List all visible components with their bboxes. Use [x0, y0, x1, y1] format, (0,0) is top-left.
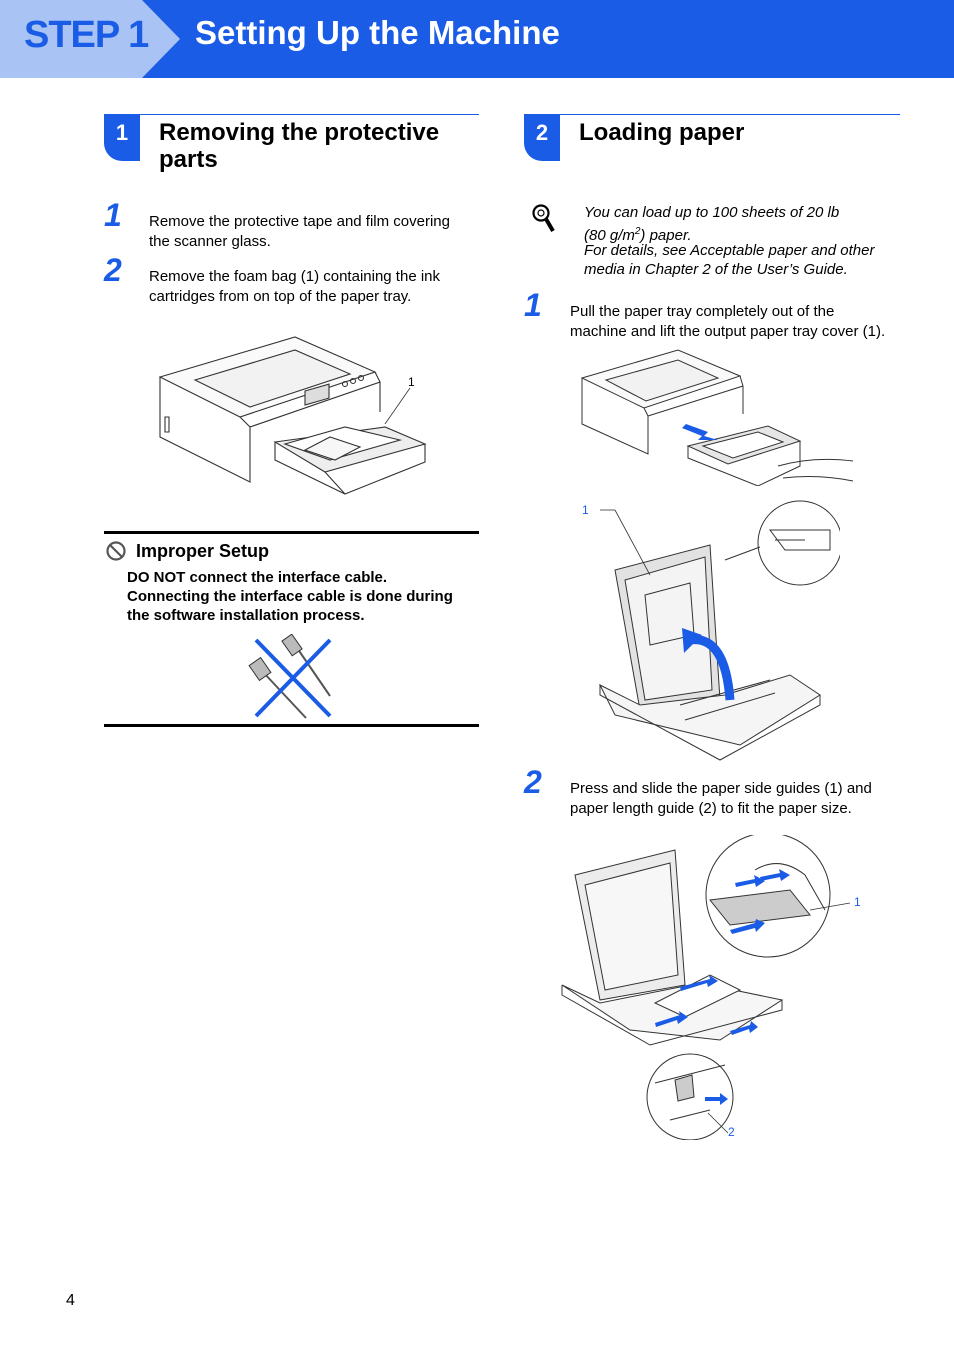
warning-top-rule [104, 531, 479, 534]
magnifier-note-icon [532, 204, 555, 233]
header-band: STEP 1 Setting Up the Machine [0, 0, 954, 78]
step-tab-shape [0, 0, 180, 78]
note-line3: For details, see Acceptable paper and ot… [584, 242, 875, 259]
length-guide-callout: 2 [728, 1125, 735, 1139]
s2-step2-text-line1: Press and slide the paper side guides (1… [570, 780, 872, 797]
note-line1: You can load up to 100 sheets of 20 lb [584, 204, 840, 221]
note-line2: (80 g/m2) paper. [584, 226, 692, 244]
s1-step1-text-line2: the scanner glass. [149, 233, 271, 250]
warning-line3: the software installation process. [127, 607, 365, 624]
side-guide-callout: 1 [854, 895, 861, 909]
note-line4: media in Chapter 2 of the User’s Guide. [584, 261, 848, 278]
s1-step1-number: 1 [104, 197, 122, 233]
tray-cover-callout: 1 [582, 503, 589, 517]
s2-step2-number: 2 [524, 764, 542, 800]
tray-cover-lift-illustration [598, 500, 840, 761]
warning-title: Improper Setup [136, 541, 270, 561]
page-title: Setting Up the Machine [195, 14, 560, 51]
paper-guides-illustration [561, 835, 851, 1140]
section1-badge: 1 [104, 115, 140, 161]
s2-step1-text-line1: Pull the paper tray completely out of th… [570, 303, 835, 320]
s2-step2-text-line2: paper length guide (2) to fit the paper … [570, 800, 852, 817]
section2-title: Loading paper [579, 119, 745, 146]
section1-rule [104, 114, 479, 115]
warning-bottom-rule [104, 724, 479, 727]
s1-step2-text-line1: Remove the foam bag (1) containing the i… [149, 268, 440, 285]
foam-bag-callout: 1 [408, 375, 415, 389]
s2-step1-text-line2: machine and lift the output paper tray c… [570, 323, 886, 340]
prohibited-icon [106, 541, 126, 561]
s1-step2-number: 2 [104, 252, 122, 288]
s1-step2-text-line2: cartridges from on top of the paper tray… [149, 288, 412, 305]
s1-step1-text-line1: Remove the protective tape and film cove… [149, 213, 450, 230]
warning-line1: DO NOT connect the interface cable. [127, 569, 388, 586]
s2-step1-number: 1 [524, 287, 542, 323]
section2-rule [524, 114, 900, 115]
section1-title-line2: parts [159, 146, 218, 173]
warning-line2: Connecting the interface cable is done d… [127, 588, 453, 605]
tray-pull-illustration [580, 349, 854, 486]
page-number: 4 [66, 1292, 75, 1309]
step-label: STEP 1 [24, 14, 149, 56]
section2-badge: 2 [524, 115, 560, 161]
no-cable-icon [248, 634, 332, 719]
section1-title-line1: Removing the protective [159, 119, 440, 146]
printer-foam-illustration [158, 336, 427, 495]
